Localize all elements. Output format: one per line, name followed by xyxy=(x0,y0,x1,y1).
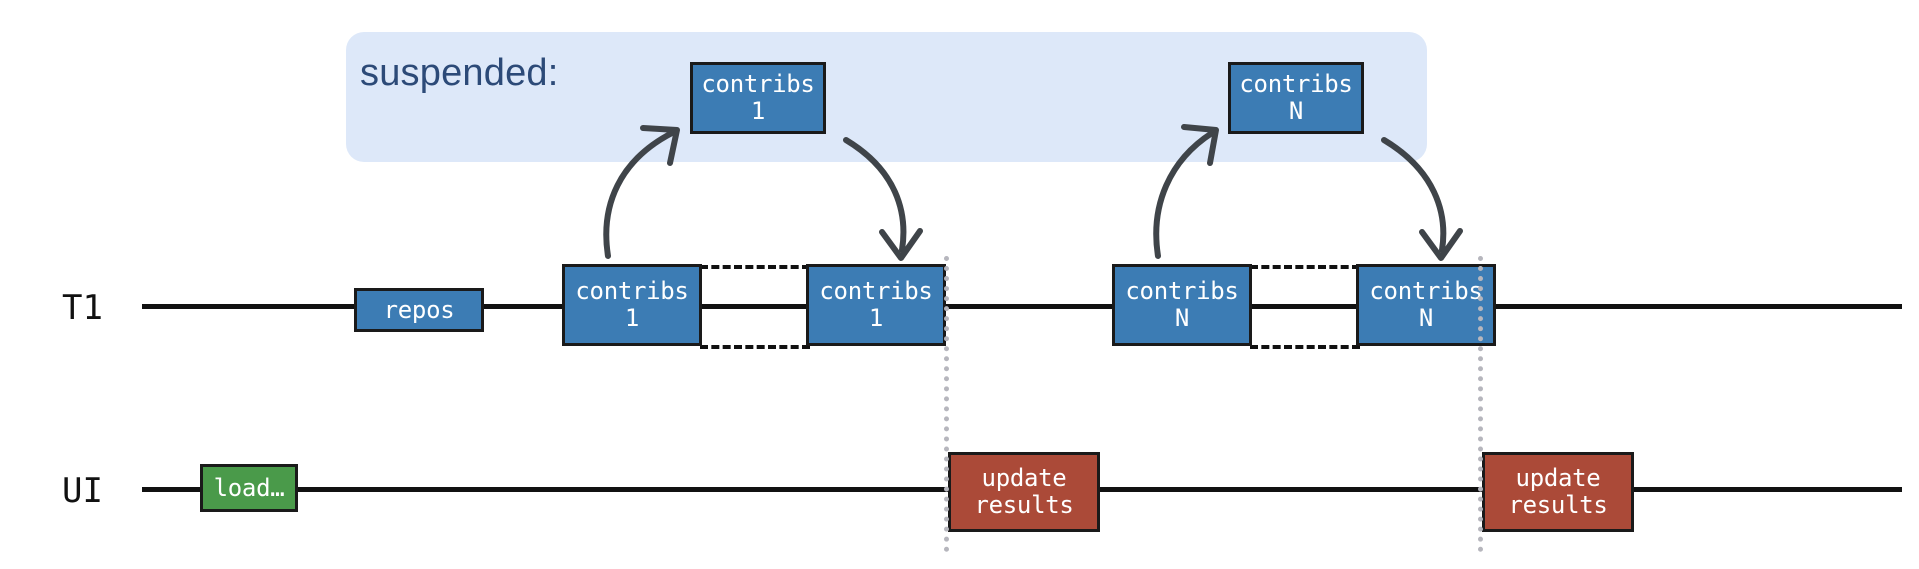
ui-load[interactable]: load… xyxy=(200,464,298,512)
box-line-2: N xyxy=(1288,97,1304,125)
box-line-1: repos xyxy=(383,295,455,324)
box-line-1: update xyxy=(1515,464,1601,493)
box-line-2: N xyxy=(1418,304,1434,332)
box-line-2: 1 xyxy=(868,304,884,332)
lane-label-t1: T1 xyxy=(62,288,103,328)
ui-update-results-2[interactable]: update results xyxy=(1482,452,1634,532)
ui-update-results-1[interactable]: update results xyxy=(948,452,1100,532)
t1-dash-rail-top-1 xyxy=(700,265,810,269)
t1-contribs-nb[interactable]: contribs N xyxy=(1356,264,1496,346)
box-line-1: update xyxy=(981,464,1067,493)
t1-timeline xyxy=(142,304,1902,309)
box-line-2: results xyxy=(974,491,1074,519)
t1-dash-rail-bottom-1 xyxy=(700,345,810,349)
box-line-2: 1 xyxy=(750,97,766,125)
sync-line-2 xyxy=(1478,256,1483,552)
box-line-1: contribs xyxy=(575,277,689,306)
box-line-1: contribs xyxy=(1239,70,1353,99)
lane-label-ui: UI xyxy=(62,471,103,511)
t1-dash-rail-bottom-n xyxy=(1250,345,1360,349)
box-line-2: N xyxy=(1174,304,1190,332)
box-line-1: contribs xyxy=(1369,277,1483,306)
suspended-label: suspended: xyxy=(360,52,559,94)
sync-line-1 xyxy=(944,256,949,552)
box-line-1: load… xyxy=(213,473,285,502)
t1-repos[interactable]: repos xyxy=(354,288,484,332)
box-line-1: contribs xyxy=(701,70,815,99)
t1-contribs-na[interactable]: contribs N xyxy=(1112,264,1252,346)
suspended-contribs-1[interactable]: contribs 1 xyxy=(690,62,826,134)
t1-contribs-1b[interactable]: contribs 1 xyxy=(806,264,946,346)
box-line-2: results xyxy=(1508,491,1608,519)
box-line-2: 1 xyxy=(624,304,640,332)
t1-dash-rail-top-n xyxy=(1250,265,1360,269)
box-line-1: contribs xyxy=(819,277,933,306)
t1-contribs-1a[interactable]: contribs 1 xyxy=(562,264,702,346)
suspended-contribs-n[interactable]: contribs N xyxy=(1228,62,1364,134)
box-line-1: contribs xyxy=(1125,277,1239,306)
